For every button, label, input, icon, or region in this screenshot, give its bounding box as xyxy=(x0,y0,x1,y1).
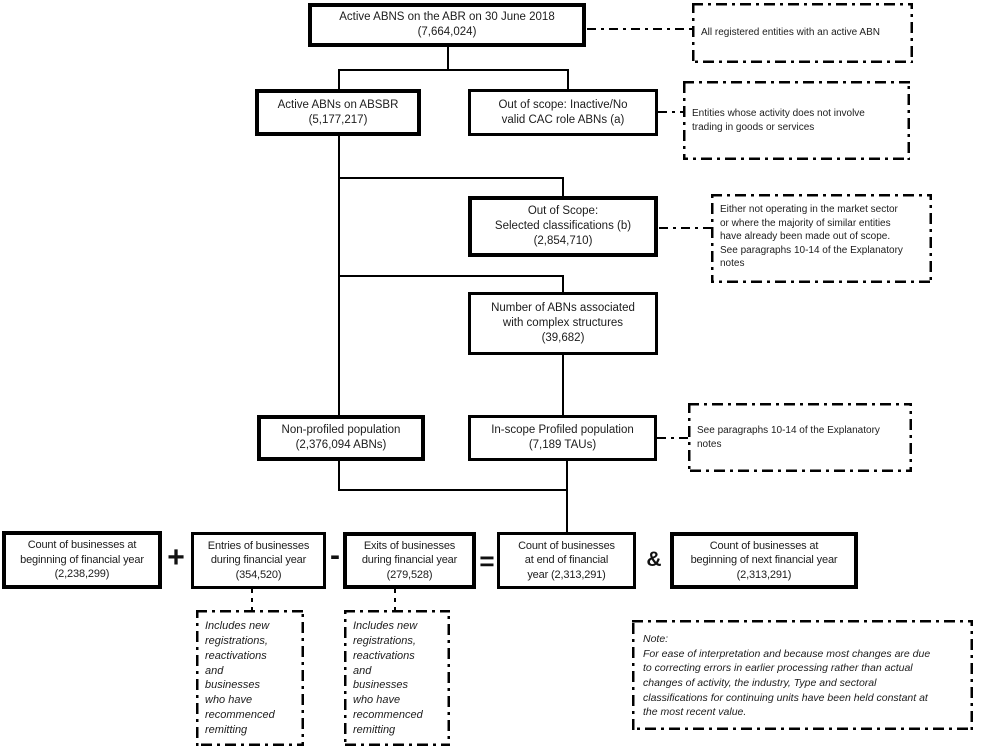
annotation-profiled-text: See paragraphs 10-14 of the Explanatory … xyxy=(697,425,880,450)
node-profiled-population: In-scope Profiled population (7,189 TAUs… xyxy=(468,415,657,461)
minus-operator: - xyxy=(330,539,340,572)
annotation-cac: Entities whose activity does not involve… xyxy=(683,81,910,160)
annotation-exits-text: Includes new registrations, reactivation… xyxy=(353,620,423,736)
plus-operator: + xyxy=(167,541,185,574)
node-active-abns-absbr: Active ABNs on ABSBR (5,177,217) xyxy=(255,89,421,136)
dash-connector-profiled-note xyxy=(657,437,688,439)
connector-down-classifications xyxy=(562,177,564,197)
annotation-entries: Includes new registrations, reactivation… xyxy=(196,610,304,746)
note-title: Note: xyxy=(643,633,669,645)
connector-to-countend xyxy=(566,489,568,533)
node-active-abns-abr: Active ABNS on the ABR on 30 June 2018 (… xyxy=(308,3,586,47)
connector-branch-complex xyxy=(338,275,564,277)
connector-nonprofiled-down xyxy=(338,460,340,491)
dash-connector-classifications-note xyxy=(659,227,711,229)
dash-connector-cac-note xyxy=(658,111,683,113)
connector-abr-down xyxy=(447,46,449,71)
connector-complex-to-profiled xyxy=(562,355,564,416)
annotation-classifications-text: Either not operating in the market secto… xyxy=(720,204,903,269)
annotation-classifications: Either not operating in the market secto… xyxy=(711,194,932,283)
node-count-beginning: Count of businesses at beginning of fina… xyxy=(2,531,162,589)
connector-branch-classifications xyxy=(338,177,564,179)
dash-connector-entries-note xyxy=(251,589,253,610)
node-exits: Exits of businesses during financial yea… xyxy=(343,532,476,589)
note-body: For ease of interpretation and because m… xyxy=(643,647,931,719)
node-count-end: Count of businesses at end of financial … xyxy=(497,532,636,589)
annotation-abr: All registered entities with an active A… xyxy=(692,3,913,63)
connector-down-complex xyxy=(562,275,564,293)
connector-top-branch xyxy=(338,69,569,71)
ampersand-operator: & xyxy=(646,548,662,571)
annotation-profiled: See paragraphs 10-14 of the Explanatory … xyxy=(688,403,912,472)
dash-connector-abr-note xyxy=(587,28,692,30)
node-out-of-scope-classifications: Out of Scope: Selected classifications (… xyxy=(468,196,658,257)
annotation-note: Note: For ease of interpretation and bec… xyxy=(632,620,973,730)
node-complex-structures: Number of ABNs associated with complex s… xyxy=(468,292,658,355)
annotation-note-text: Note: For ease of interpretation and bec… xyxy=(632,620,973,730)
connector-merge xyxy=(338,489,568,491)
node-non-profiled-population: Non-profiled population (2,376,094 ABNs) xyxy=(257,415,425,461)
annotation-abr-text: All registered entities with an active A… xyxy=(701,27,880,39)
connector-profiled-down xyxy=(566,460,568,491)
connector-to-outofscope xyxy=(567,69,569,90)
node-out-of-scope-cac: Out of scope: Inactive/No valid CAC role… xyxy=(468,89,658,136)
dash-connector-exits-note xyxy=(394,589,396,610)
node-entries: Entries of businesses during financial y… xyxy=(191,532,326,589)
annotation-entries-text: Includes new registrations, reactivation… xyxy=(205,620,275,736)
annotation-cac-text: Entities whose activity does not involve… xyxy=(692,108,865,133)
equals-operator: = xyxy=(479,546,495,576)
annotation-exits: Includes new registrations, reactivation… xyxy=(344,610,450,746)
connector-to-absbr xyxy=(338,69,340,90)
node-count-next: Count of businesses at beginning of next… xyxy=(670,532,858,589)
